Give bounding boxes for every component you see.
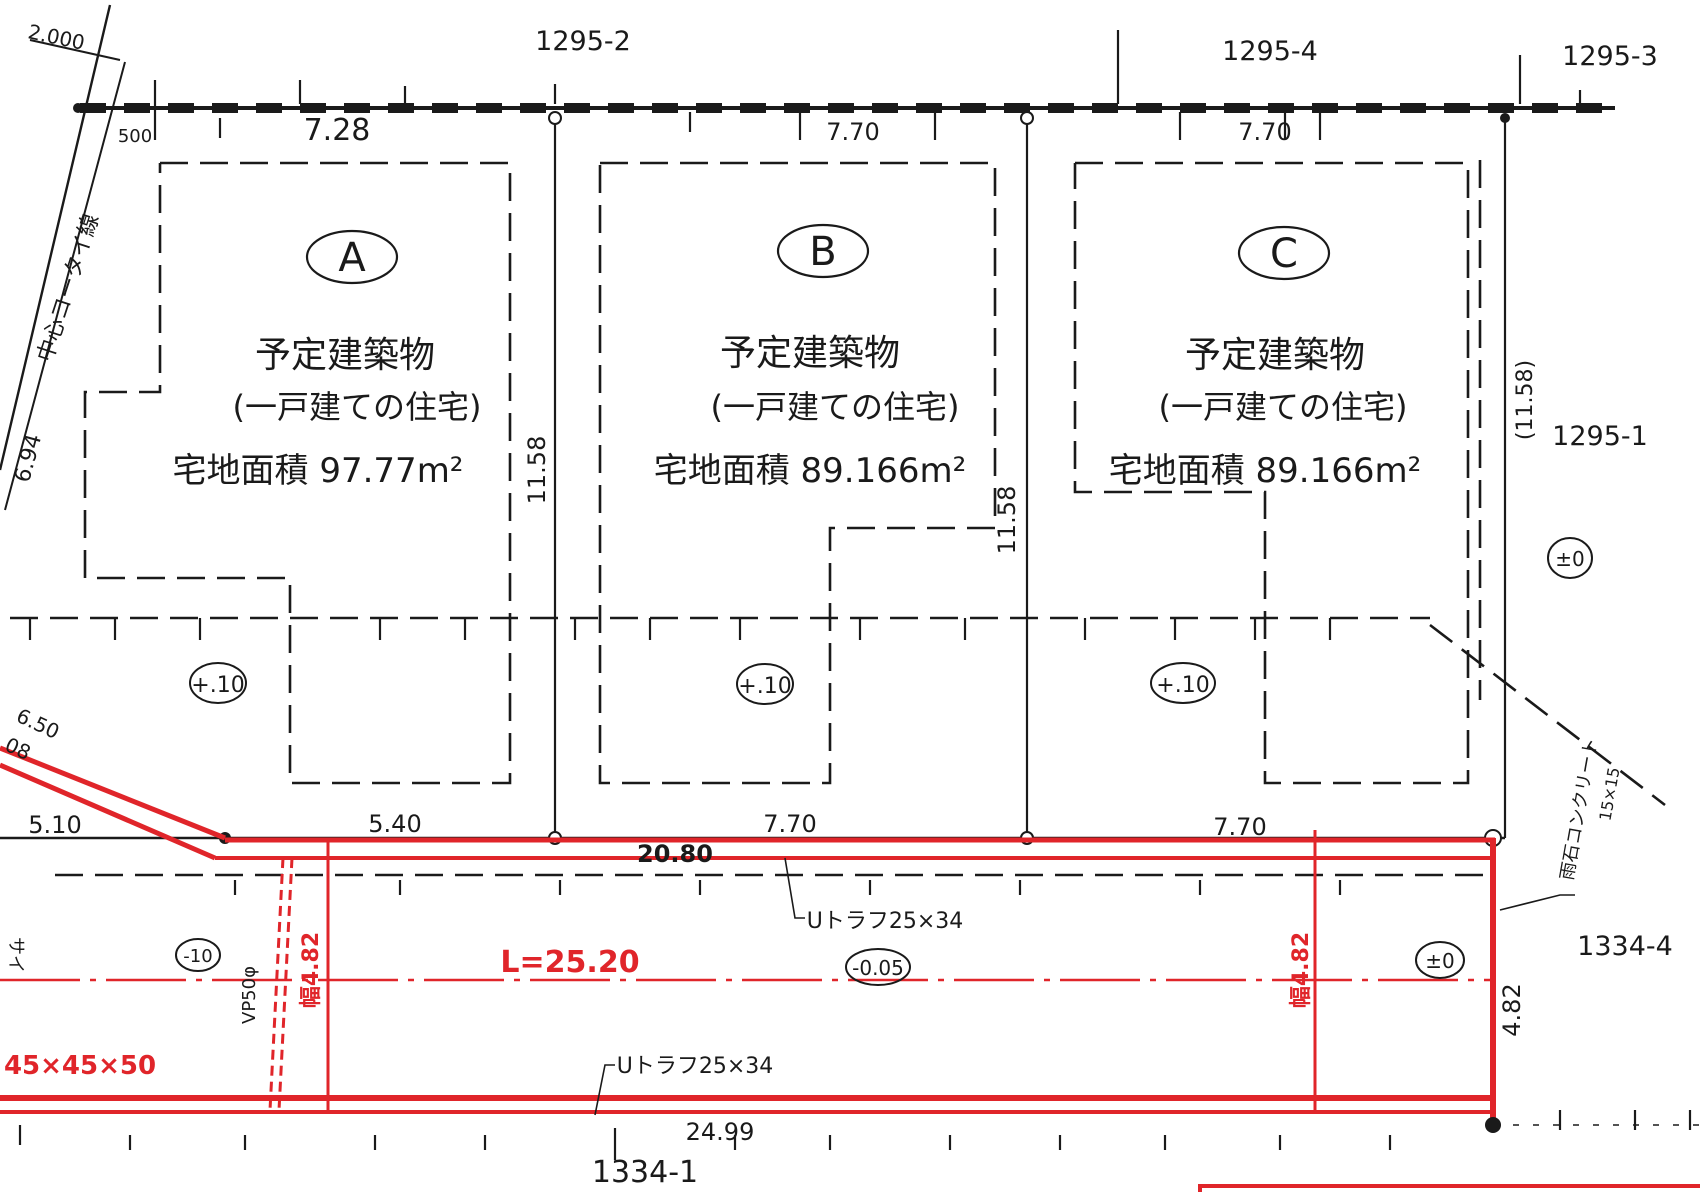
- dim-top-b: 7.70: [826, 118, 879, 146]
- dim-bottom-left: 5.10: [28, 811, 81, 839]
- building-a-area: 宅地面積 97.77m²: [173, 451, 464, 491]
- building-b-area: 宅地面積 89.166m²: [654, 451, 967, 491]
- new-road: [0, 745, 1496, 1125]
- dim-top-c: 7.70: [1238, 118, 1291, 146]
- level-right: ±0: [1555, 547, 1584, 571]
- level-road-right: ±0: [1425, 949, 1454, 973]
- lot-top-right: 1295-3: [1562, 41, 1658, 72]
- dim-left-vertical: サイ: [5, 937, 26, 973]
- annotation-utrap-bottom: Uトラフ25×34: [617, 1054, 774, 1079]
- lot-bottom: 1334-1: [592, 1155, 698, 1190]
- annotation-curb-size: 15×15: [1596, 766, 1624, 823]
- dim-corner-small: 500: [118, 126, 152, 147]
- level-road-center: -0.05: [852, 956, 904, 980]
- dim-top-a: 7.28: [304, 113, 371, 148]
- building-b-label: B: [809, 229, 836, 275]
- dim-road-width-right: 4.82: [1498, 983, 1526, 1036]
- utrap-top-leader: [784, 857, 805, 919]
- building-a-type: (一戸建ての住宅): [233, 388, 482, 426]
- building-a-label: A: [338, 235, 366, 281]
- level-c: +.10: [1156, 673, 1209, 698]
- dim-road-width-mid1: 幅4.82: [299, 932, 324, 1008]
- dim-right-depth: (11.58): [1513, 360, 1538, 440]
- building-c-title: 予定建築物: [1185, 335, 1365, 376]
- building-c-label: C: [1270, 231, 1298, 277]
- building-c-circle: [1237, 225, 1331, 281]
- building-c-outline: [1073, 161, 1470, 785]
- dim-road-left: 45×45×50: [4, 1051, 156, 1081]
- annotation-utrap-top: Uトラフ25×34: [807, 909, 964, 934]
- dim-road-bottom: 24.99: [686, 1118, 755, 1146]
- lot-right-upper: 1295-1: [1552, 421, 1648, 452]
- dim-road-total: 20.80: [637, 840, 713, 868]
- utrap-bottom-leader: [594, 1064, 615, 1116]
- road-bottom-ticks: [18, 1110, 1700, 1160]
- lot-top-middle: 1295-4: [1222, 36, 1318, 67]
- building-c-area: 宅地面積 89.166m²: [1109, 451, 1422, 491]
- level-b: +.10: [738, 674, 791, 699]
- right-diagonal-dashline: [1429, 623, 1666, 807]
- top-boundary: [75, 30, 1615, 140]
- dim-road-length: L=25.20: [500, 945, 639, 980]
- dim-road-width-mid2: 幅4.82: [1289, 932, 1314, 1008]
- dim-left-depth: 11.58: [523, 436, 551, 505]
- title-block-corner: [1198, 1184, 1700, 1192]
- building-b-outline: [598, 161, 997, 785]
- lot-right-lower: 1334-4: [1577, 931, 1673, 962]
- building-b-circle: [776, 223, 870, 279]
- site-mid-dashline: [10, 616, 1430, 640]
- building-b-type: (一戸建ての住宅): [711, 388, 960, 426]
- building-c-type: (一戸建ての住宅): [1159, 388, 1408, 426]
- level-a: +.10: [191, 673, 244, 698]
- dim-bottom-b: 7.70: [763, 810, 816, 838]
- lot-dividers: [548, 111, 1510, 838]
- diagonal-road-lines: [0, 4, 126, 511]
- dim-bottom-c: 7.70: [1213, 813, 1266, 841]
- level-road-left: -10: [183, 946, 212, 967]
- road-top-ticks: [55, 873, 1490, 895]
- building-a-title: 予定建築物: [255, 335, 435, 376]
- annotation-pipe: VP50φ: [239, 966, 260, 1024]
- building-a-circle: [305, 229, 399, 285]
- curb-leader: [1499, 894, 1575, 911]
- dim-bottom-a: 5.40: [368, 810, 421, 838]
- lot-top-left: 1295-2: [535, 26, 631, 57]
- annotation-curb: 雨石コンクリート: [1557, 736, 1603, 881]
- dim-corner: 2.000: [26, 19, 87, 54]
- dim-diag-road: 6.94: [10, 431, 47, 485]
- building-b-title: 予定建築物: [720, 333, 900, 374]
- dim-mid-depth: 11.58: [993, 486, 1021, 555]
